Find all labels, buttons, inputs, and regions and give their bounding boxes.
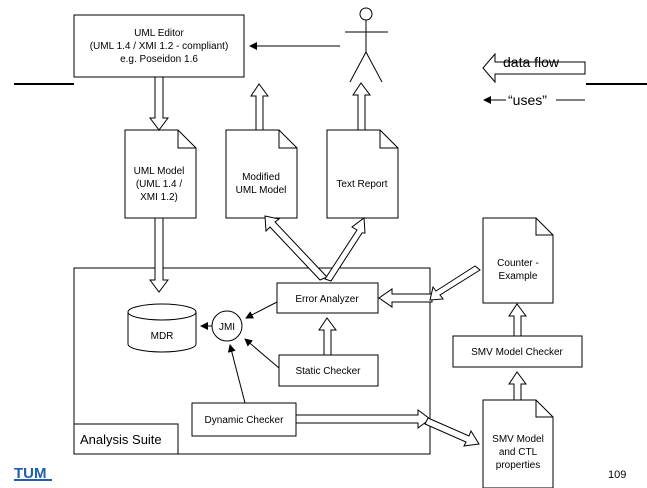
smv-model-line-1: SMV Model — [492, 434, 544, 445]
mdr-repository-icon — [127, 303, 197, 353]
jmi-label: JMI — [219, 322, 235, 333]
error-analyzer-box — [276, 282, 379, 314]
counter-example-line-2: Example — [499, 271, 538, 282]
uml-model-line-1: UML Model — [134, 166, 185, 177]
uml-model-document — [124, 129, 197, 219]
flow-counter-example-to-suite — [429, 265, 481, 301]
analysis-suite-label: Analysis Suite — [80, 432, 162, 447]
legend-uses-label: “uses” — [508, 92, 547, 108]
modified-model-line-1: Modified — [242, 172, 280, 183]
flow-to-smv-model — [424, 417, 480, 447]
uml-editor-line-2: (UML 1.4 / XMI 1.2 - compliant) — [90, 41, 229, 52]
flow-modified-model-to-editor — [250, 83, 269, 131]
page-number: 109 — [608, 469, 626, 481]
smv-model-document — [482, 399, 554, 488]
legend-data-flow-icon — [482, 52, 586, 84]
smv-model-fold — [535, 400, 553, 418]
flow-dynamic-to-suite-edge — [295, 409, 431, 429]
smv-model-line-3: properties — [496, 460, 540, 471]
counter-example-line-1: Counter - — [497, 258, 539, 269]
flow-static-to-analyzer — [318, 317, 337, 356]
counter-example-document — [482, 217, 554, 304]
uml-model-line-3: XMI 1.2) — [140, 192, 178, 203]
text-report-fold — [379, 130, 398, 149]
uml-model-fold — [177, 130, 196, 149]
dynamic-checker-box — [191, 402, 297, 437]
text-report-label: Text Report — [336, 179, 387, 190]
legend-data-flow-label: data flow — [503, 54, 560, 70]
data-flow-arrows — [149, 76, 527, 447]
analysis-suite-container — [73, 267, 431, 455]
flow-checker-to-counter-example — [508, 303, 527, 337]
analysis-suite-tab — [73, 423, 179, 455]
flow-editor-to-uml-model — [149, 76, 169, 131]
modified-model-line-2: UML Model — [236, 185, 287, 196]
uml-editor-line-3: e.g. Poseidon 1.6 — [120, 54, 198, 65]
modified-uml-model-fold — [278, 130, 297, 149]
uses-analyzer-to-jmi — [245, 301, 278, 319]
flow-analyzer-to-text-report — [324, 217, 366, 282]
smv-model-checker-label: SMV Model Checker — [471, 347, 563, 358]
counter-example-fold — [535, 218, 553, 236]
static-checker-label: Static Checker — [295, 366, 361, 377]
uml-editor-box — [73, 14, 245, 78]
smv-model-line-2: and CTL — [499, 447, 538, 458]
error-analyzer-label: Error Analyzer — [295, 294, 359, 305]
smv-model-checker-box — [452, 335, 583, 368]
modified-uml-model-document — [225, 129, 298, 219]
text-report-document — [326, 129, 399, 219]
tum-logo: TUM — [14, 465, 47, 482]
uml-model-line-2: (UML 1.4 / — [136, 179, 183, 190]
flow-report-to-actor — [352, 82, 371, 131]
flow-smv-model-to-checker — [508, 371, 527, 401]
uses-static-to-jmi — [244, 338, 280, 369]
flow-uml-model-to-mdr — [149, 217, 169, 293]
user-actor-icon — [345, 7, 388, 83]
mdr-label: MDR — [151, 331, 174, 342]
dynamic-checker-label: Dynamic Checker — [205, 415, 285, 426]
uses-dynamic-to-jmi — [227, 344, 246, 404]
flow-analyzer-to-modified-model — [264, 215, 328, 281]
flow-into-analyzer — [378, 288, 433, 308]
uml-editor-line-1: UML Editor — [134, 28, 184, 39]
